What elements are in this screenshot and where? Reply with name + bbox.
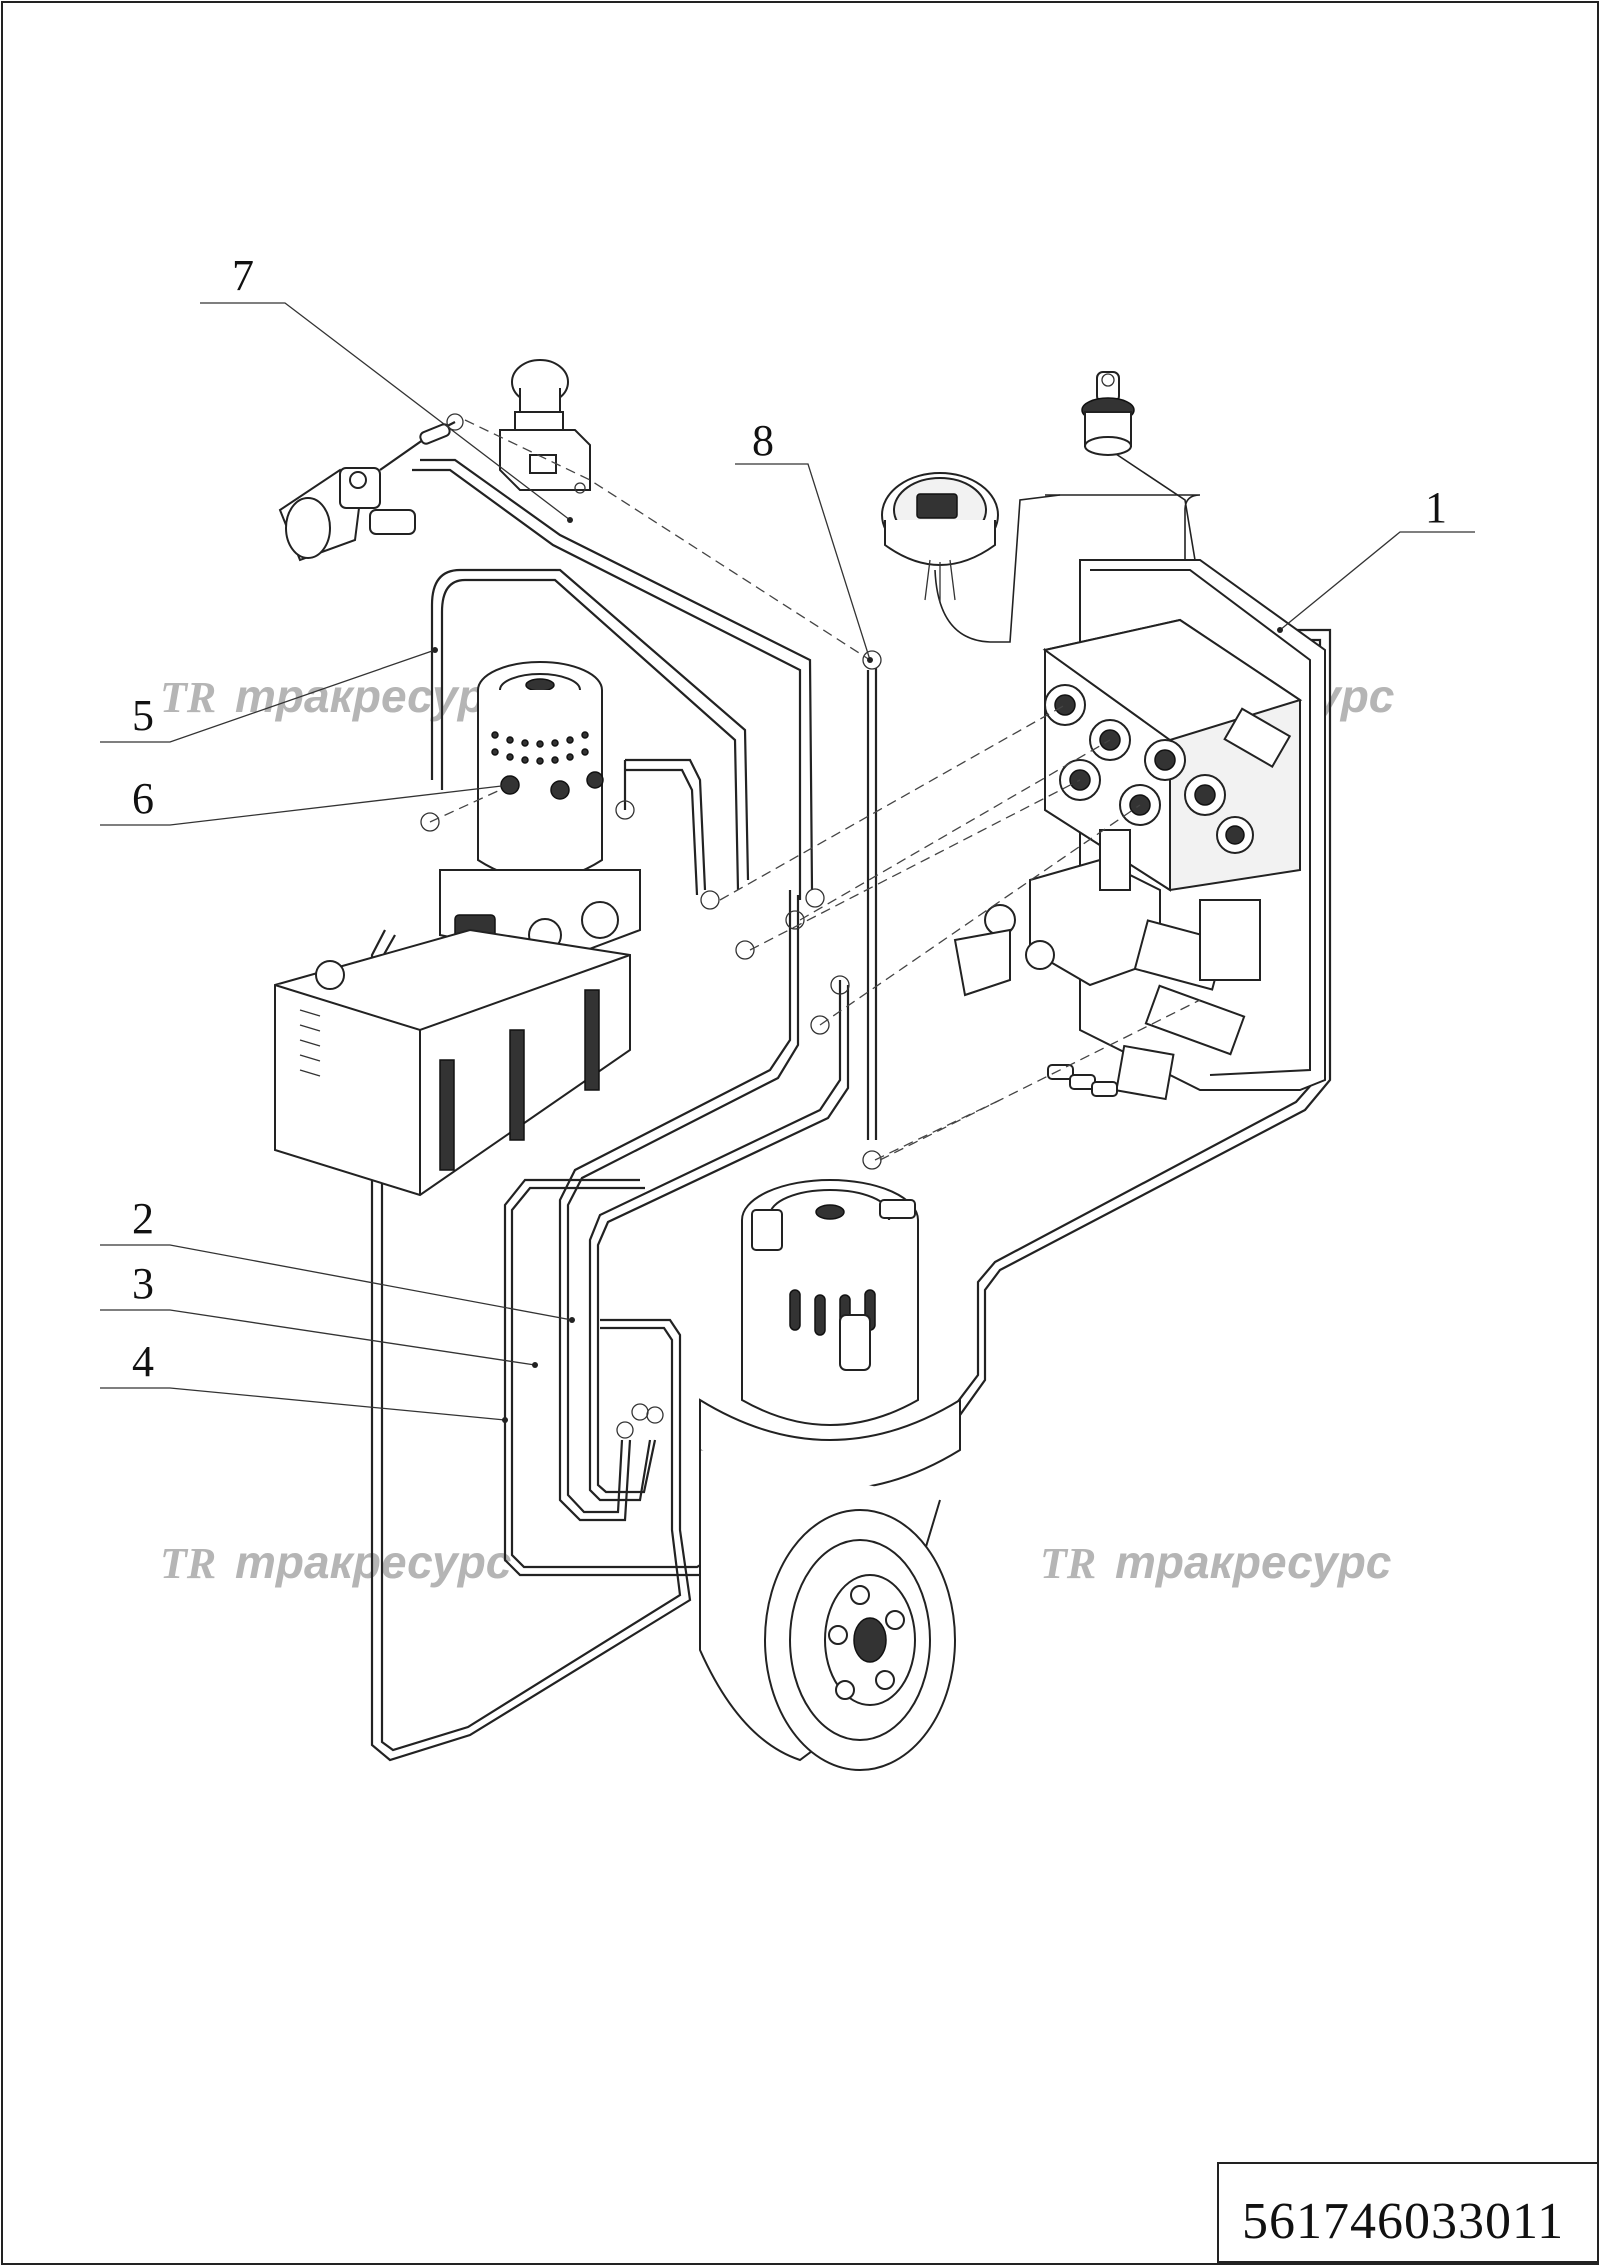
watermark-bottom-left: TR тракресурс [160,1536,511,1588]
callout-leaders [100,302,1475,1423]
hydraulic-tank-icon [274,928,631,1197]
watermark-top-left: TR тракресурс [160,670,511,722]
callout-6: 6 [132,774,154,823]
callout-8: 8 [752,416,774,465]
main-contactor-icon [953,829,1161,997]
pump-motor-vents [491,731,589,765]
callout-3: 3 [132,1259,154,1308]
battery-connector-icon [278,413,464,562]
drive-motor-icon [699,1179,961,1491]
callout-4: 4 [132,1337,154,1386]
connection-leaders [429,419,1201,1161]
svg-text:тракресурс: тракресурс [1115,1536,1391,1588]
callout-2: 2 [132,1194,154,1243]
cable-harness [370,449,1332,1762]
controller-assembly-icon [953,559,1326,1101]
battery-indicator-gauge-icon [881,472,999,602]
key-switch-icon [1081,371,1135,456]
svg-text:TR: TR [160,673,216,722]
callout-1: 1 [1425,483,1447,532]
emergency-stop-switch-icon [499,359,591,494]
svg-text:TR: TR [1040,1539,1096,1588]
svg-text:TR: TR [160,1539,216,1588]
callout-5: 5 [132,691,154,740]
tank-level-marks [299,1009,321,1077]
watermark-bottom-right: TR тракресурс [1040,1536,1391,1588]
callout-7: 7 [232,251,254,300]
cable-lugs [420,650,882,1439]
drive-wheel-icon [699,1450,956,1771]
part-number-box: 561746033011 [1217,2162,1599,2263]
part-number: 561746033011 [1242,2193,1564,2250]
svg-text:тракресурс: тракресурс [235,1536,511,1588]
svg-text:тракресурс: тракресурс [235,670,511,722]
